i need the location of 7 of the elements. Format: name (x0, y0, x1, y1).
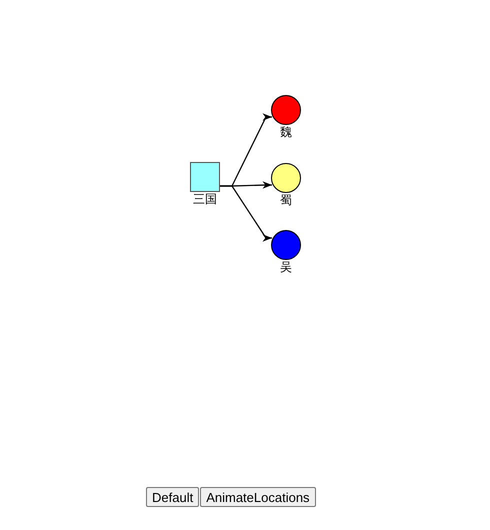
button: AnimateLocations (200, 487, 316, 507)
node-label: 蜀 (280, 193, 292, 207)
node-label: 三国 (193, 192, 217, 206)
button: Default (146, 487, 200, 507)
node-label: 吴 (280, 260, 292, 274)
arrow (220, 185, 272, 242)
node-label: 魏 (280, 125, 292, 139)
